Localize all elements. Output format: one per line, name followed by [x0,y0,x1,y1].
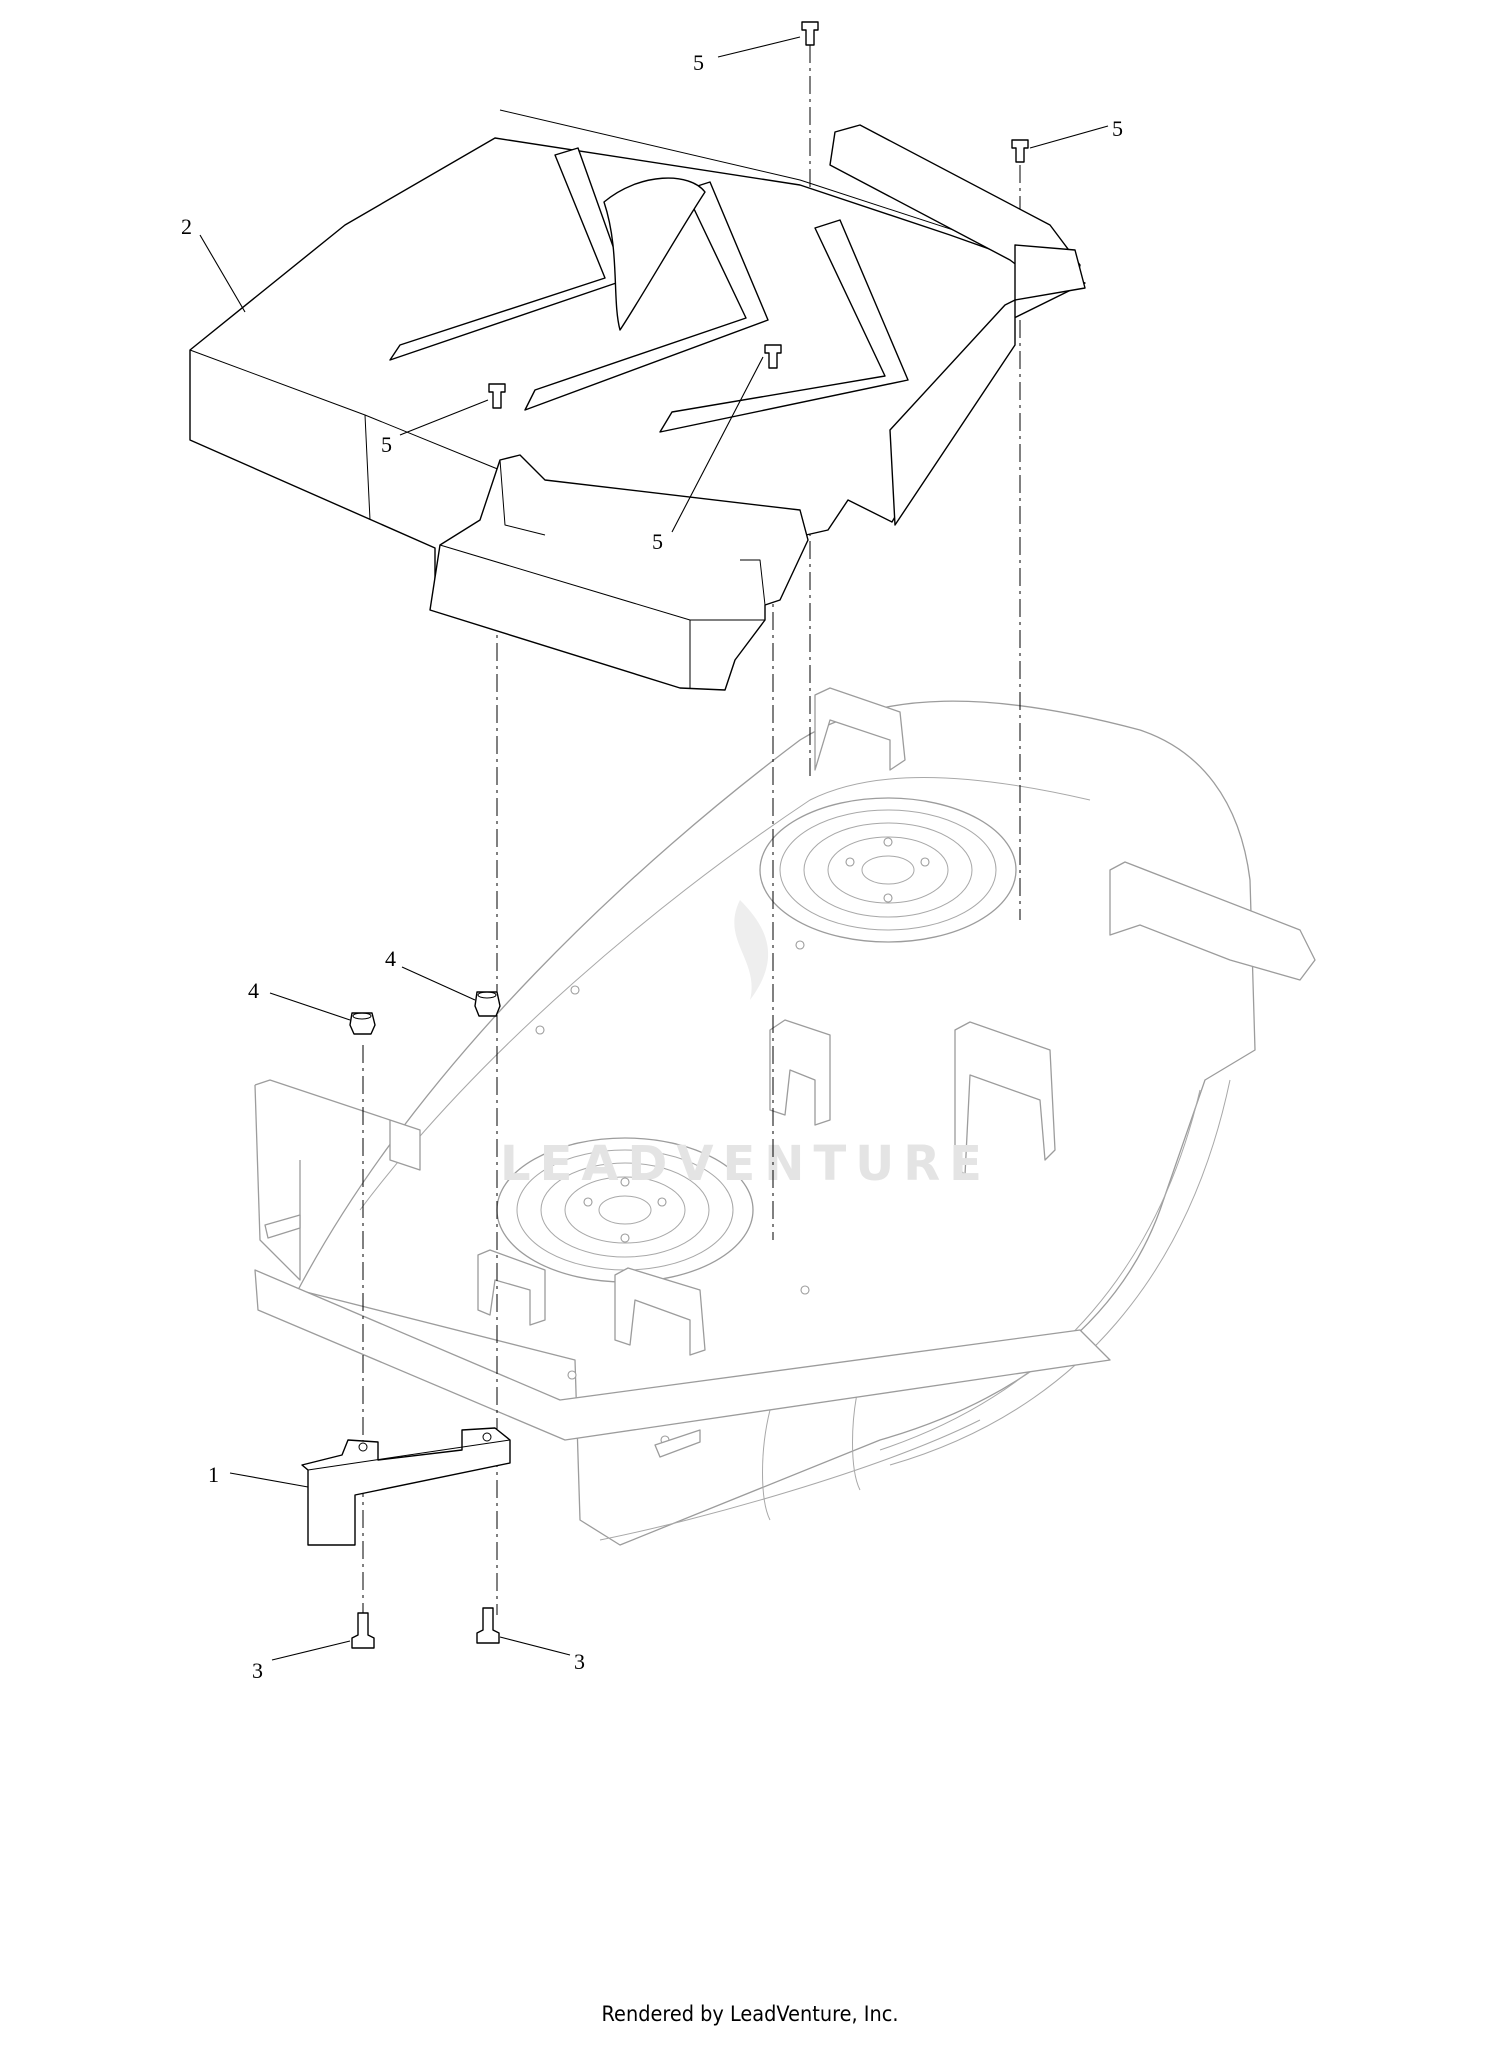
deck-pin-left [264,1214,301,1239]
deck-bracket-front-left [477,1249,546,1326]
deck-bracket-right-tall [954,1021,1056,1176]
callout-5-mid-left: 5 [381,432,392,457]
deck-bracket-mid [769,1019,831,1126]
deck-bracket-top [814,687,906,771]
part-4-nut-right [474,991,501,1017]
watermark-flame-icon [734,900,769,1000]
deck-bracket-front-mid [614,1267,706,1356]
part-5-screw-mid-left [488,383,506,409]
mower-deck [254,687,1316,1546]
callout-4-right: 4 [385,946,396,971]
deck-rod [654,1429,701,1458]
part-5-screw-right [1011,139,1029,163]
callout-3-left: 3 [252,1658,263,1683]
watermark-text: LEADVENTURE [500,1136,991,1192]
deck-bracket-right [1109,861,1316,981]
leader-lines [199,36,1109,1661]
callout-5-top: 5 [693,50,704,75]
lower-spindle [496,1137,754,1283]
callout-5-mid-right: 5 [652,529,663,554]
part-3-bolt-left [351,1612,375,1649]
callout-3-right: 3 [574,1649,585,1674]
part-2-baffle [189,109,1086,691]
render-credit: Rendered by LeadVenture, Inc. [601,2002,899,2026]
callout-1: 1 [208,1462,219,1487]
callout-5-right: 5 [1112,116,1123,141]
part-3-bolt-right [476,1607,500,1644]
callout-2: 2 [181,214,192,239]
part-5-screw-mid-right [764,344,782,369]
part-4-nut-left [349,1012,376,1035]
part-1-bracket [301,1427,511,1546]
callout-labels: 5 5 2 5 5 4 4 1 3 3 [181,50,1123,1683]
part-5-screw-top [801,21,819,46]
callout-4-left: 4 [248,978,259,1003]
upper-spindle [759,797,1017,943]
